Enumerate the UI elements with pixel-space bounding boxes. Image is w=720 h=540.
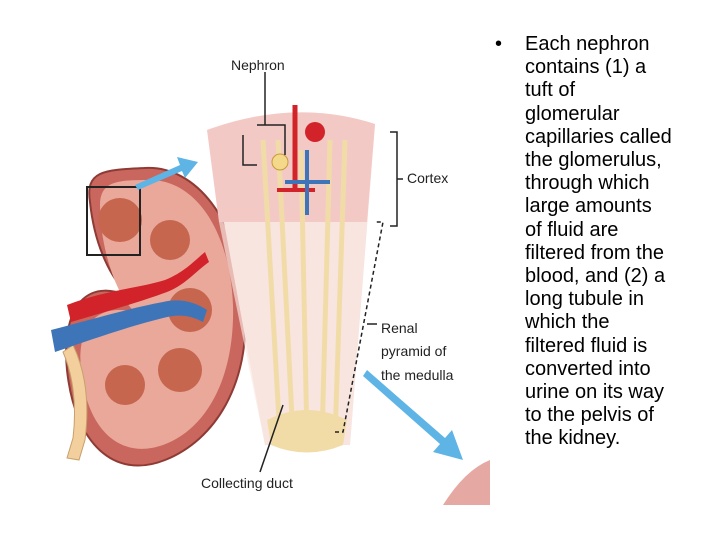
glomerulus-icon <box>305 122 325 142</box>
bullet-line: urine on its way <box>525 381 715 404</box>
renal-pyramid-shape <box>105 365 145 405</box>
bullet-line: the kidney. <box>525 427 715 450</box>
bullet-line: large amounts <box>525 195 715 218</box>
cortex-bracket <box>390 132 397 226</box>
bullet-text-block: • Each nephron contains (1) a tuft of gl… <box>495 33 715 451</box>
kidney-cross-section <box>51 168 245 466</box>
wedge-cortex <box>207 112 375 222</box>
glomerulus-icon <box>272 154 288 170</box>
bullet-line: long tubule in <box>525 288 715 311</box>
bullet-line: Each nephron <box>525 33 715 56</box>
bullet-line: blood, and (2) a <box>525 265 715 288</box>
bullet-line: filtered from the <box>525 242 715 265</box>
label-renal-pyramid-line1: Renal <box>381 320 418 336</box>
bullet-line: contains (1) a <box>525 56 715 79</box>
renal-pyramid-shape <box>158 348 202 392</box>
bullet-line: tuft of <box>525 79 715 102</box>
bullet-paragraph: Each nephron contains (1) a tuft of glom… <box>525 33 715 451</box>
bullet-line: converted into <box>525 358 715 381</box>
bullet-line: through which <box>525 172 715 195</box>
bullet-line: capillaries called <box>525 126 715 149</box>
renal-pyramid-shape <box>150 220 190 260</box>
label-nephron: Nephron <box>231 57 285 73</box>
bullet-item: • Each nephron contains (1) a tuft of gl… <box>495 33 715 451</box>
bullet-line: the glomerulus, <box>525 149 715 172</box>
label-renal-pyramid-line2: pyramid of <box>381 343 446 359</box>
bullet-line: glomerular <box>525 103 715 126</box>
bullet-line: which the <box>525 311 715 334</box>
figure-svg: Nephron Cortex Renal pyramid of the medu… <box>45 40 490 505</box>
bullet-line: of fluid are <box>525 219 715 242</box>
kidney-nephron-figure: Nephron Cortex Renal pyramid of the medu… <box>45 40 490 505</box>
label-cortex: Cortex <box>407 170 448 186</box>
pelvis-corner <box>443 460 490 505</box>
flow-arrow-icon <box>363 370 463 460</box>
nephron-wedge <box>207 72 403 472</box>
renal-pyramid-shape <box>98 198 142 242</box>
label-renal-pyramid-line3: the medulla <box>381 367 454 383</box>
bullet-line: to the pelvis of <box>525 404 715 427</box>
bullet-line: filtered fluid is <box>525 335 715 358</box>
bullet-marker: • <box>495 33 525 56</box>
label-collecting-duct: Collecting duct <box>201 475 293 491</box>
